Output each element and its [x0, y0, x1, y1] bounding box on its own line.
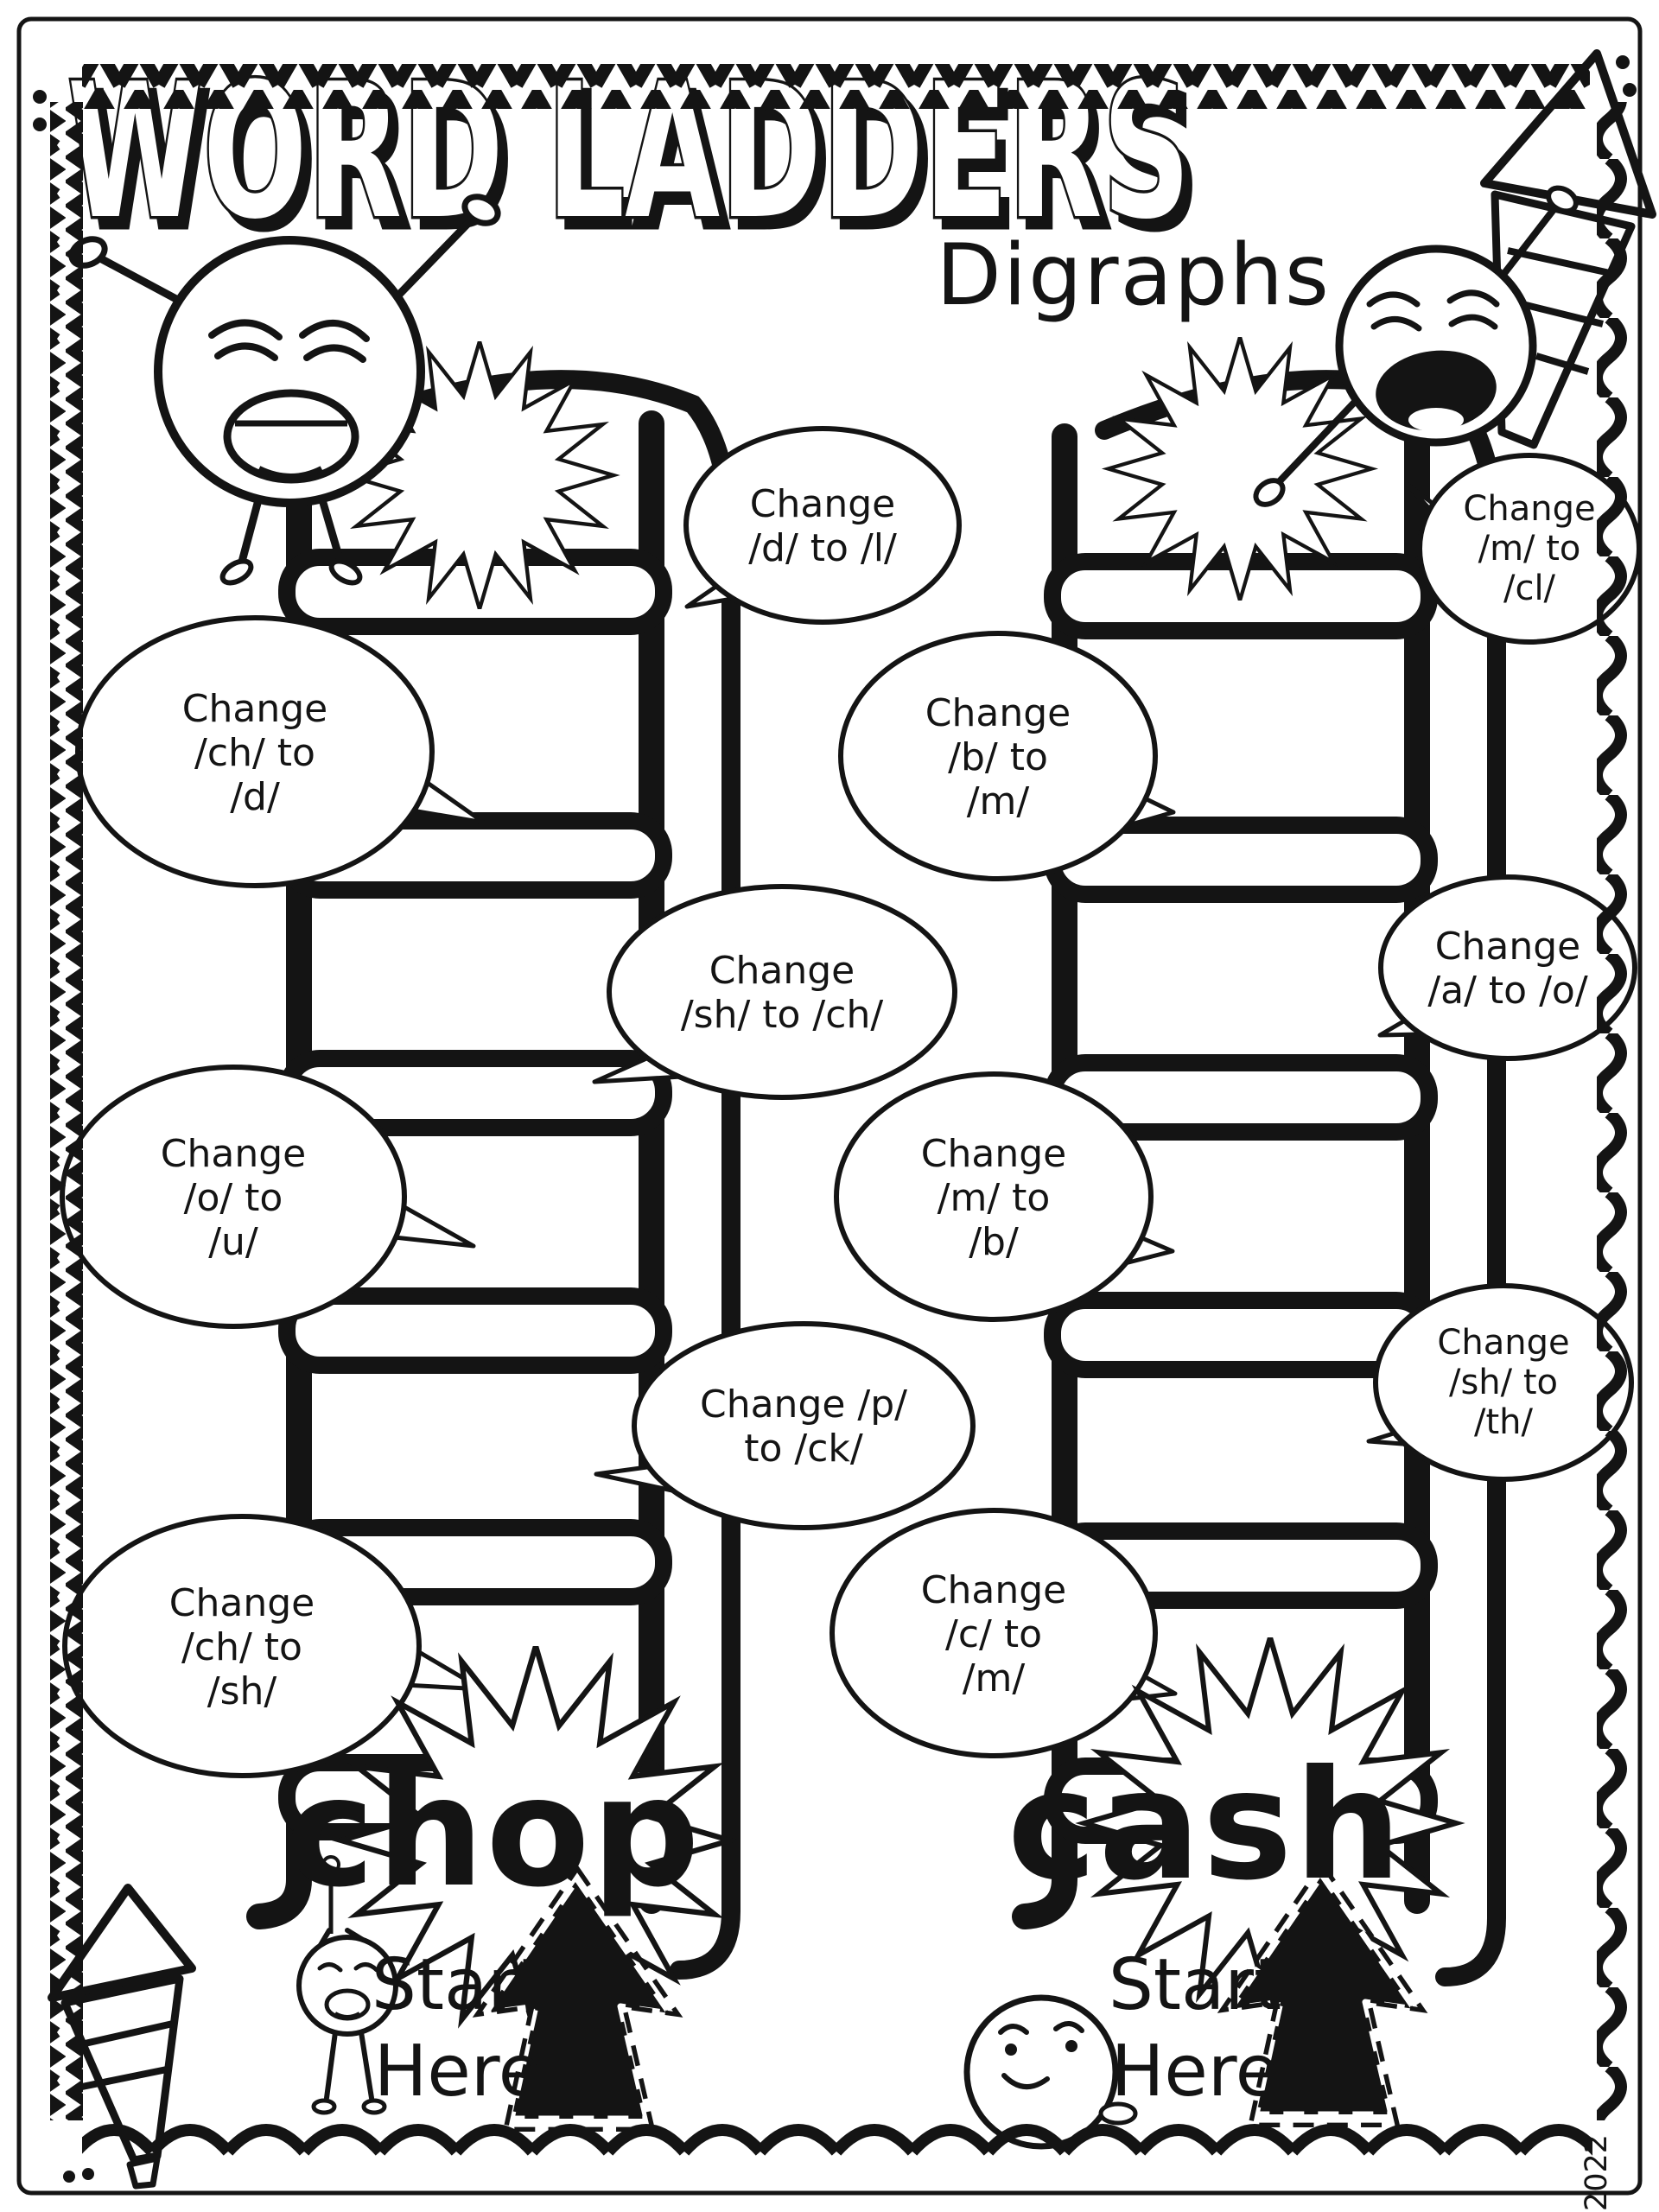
bubble-line: /m/ to — [1478, 529, 1581, 569]
start-word-right: cash — [1007, 1738, 1404, 1914]
bubble-line: Change — [181, 687, 328, 731]
speech-bubbles — [60, 426, 1642, 1778]
bubble-line: Change — [160, 1132, 307, 1176]
bubble-line: /sh/ to /ch/ — [680, 993, 884, 1037]
start-arrow-left — [472, 1864, 683, 2133]
copyright-text: ©ClassroomBaseCamp2022 — [1580, 2134, 1614, 2212]
bubble-line: Change — [920, 1132, 1067, 1176]
ladder-rung[interactable] — [278, 1287, 672, 1374]
bubble-line: Change — [1434, 925, 1581, 969]
start-here-line: Start — [1108, 1944, 1282, 2026]
bubble-change-sh-to-th: Change /sh/ to /th/ — [1391, 1323, 1616, 1442]
bubble-line: /th/ — [1474, 1402, 1533, 1442]
bubble-line: Change — [1463, 489, 1596, 529]
laughing-character-right — [1253, 185, 1579, 507]
bubble-line: /b/ — [969, 1220, 1019, 1264]
bubble-line: Change — [920, 1568, 1067, 1612]
bubble-line: /ch/ to — [181, 1625, 302, 1669]
bubble-change-ch-to-d: Change /ch/ to /d/ — [91, 687, 419, 819]
bubble-change-d-to-l: Change /d/ to /l/ — [676, 482, 969, 570]
bubble-line: /sh/ — [207, 1669, 277, 1713]
happy-character-left — [68, 194, 501, 586]
party-cone-bottom-left — [48, 1884, 196, 2190]
corner-dots — [33, 55, 1637, 2183]
bubble-line: /d/ — [230, 775, 280, 819]
start-here-line: Start — [371, 1944, 545, 2026]
bubble-change-sh-to-ch: Change /sh/ to /ch/ — [626, 949, 938, 1037]
start-here-line: Here — [373, 2031, 543, 2113]
bubble-line: /ch/ to — [194, 731, 315, 775]
bubble-line: /u/ — [208, 1220, 258, 1264]
bubble-line: /m/ — [962, 1656, 1026, 1700]
bubble-line: Change — [749, 482, 896, 526]
start-here-line: Here — [1110, 2031, 1280, 2113]
answer-starburst-right[interactable] — [1109, 337, 1372, 601]
start-arrow-right — [1217, 1859, 1428, 2128]
bubble-change-a-to-o: Change /a/ to /o/ — [1370, 925, 1646, 1013]
bubble-line: Change — [925, 691, 1071, 735]
start-word-left: chop — [285, 1745, 702, 1921]
bubble-line: Change — [1437, 1323, 1570, 1363]
bubble-line: Change — [168, 1581, 315, 1625]
bubble-change-o-to-u: Change /o/ to /u/ — [78, 1132, 389, 1264]
bubble-line: /cl/ — [1503, 569, 1556, 608]
bubble-line: Change — [709, 949, 855, 993]
bubble-line: /b/ to — [948, 735, 1048, 779]
bubble-line: /m/ to — [937, 1176, 1051, 1220]
bubble-line: /m/ — [966, 779, 1030, 823]
hanging-character — [296, 1855, 398, 2115]
bubble-line: Change /p/ — [699, 1382, 908, 1427]
ladder-left-rungs — [278, 549, 672, 1840]
bubble-line: /c/ to — [945, 1612, 1042, 1656]
start-here-label-right: Start Here — [1065, 1942, 1325, 2115]
bubble-change-ch-to-sh: Change /ch/ to /sh/ — [82, 1581, 402, 1713]
bubble-line: /o/ to — [183, 1176, 283, 1220]
bubble-change-m-to-cl: Change /m/ to /cl/ — [1421, 489, 1637, 608]
bubble-line: /sh/ to — [1448, 1363, 1558, 1402]
page-border — [16, 16, 1643, 2196]
ladder-rung[interactable] — [1044, 1292, 1438, 1378]
bubble-change-c-to-m: Change /c/ to /m/ — [847, 1568, 1141, 1700]
page-subtitle: Digraphs — [936, 226, 1331, 325]
bubble-line: /a/ to /o/ — [1427, 969, 1588, 1013]
bubble-line: /d/ to /l/ — [748, 526, 897, 570]
bubble-line: to /ck/ — [744, 1427, 863, 1471]
bubble-change-p-to-ck: Change /p/ to /ck/ — [639, 1382, 968, 1471]
bubble-change-b-to-m: Change /b/ to /m/ — [851, 691, 1145, 823]
start-here-label-left: Start Here — [328, 1942, 588, 2115]
bubble-change-m-to-b: Change /m/ to /b/ — [847, 1132, 1141, 1264]
